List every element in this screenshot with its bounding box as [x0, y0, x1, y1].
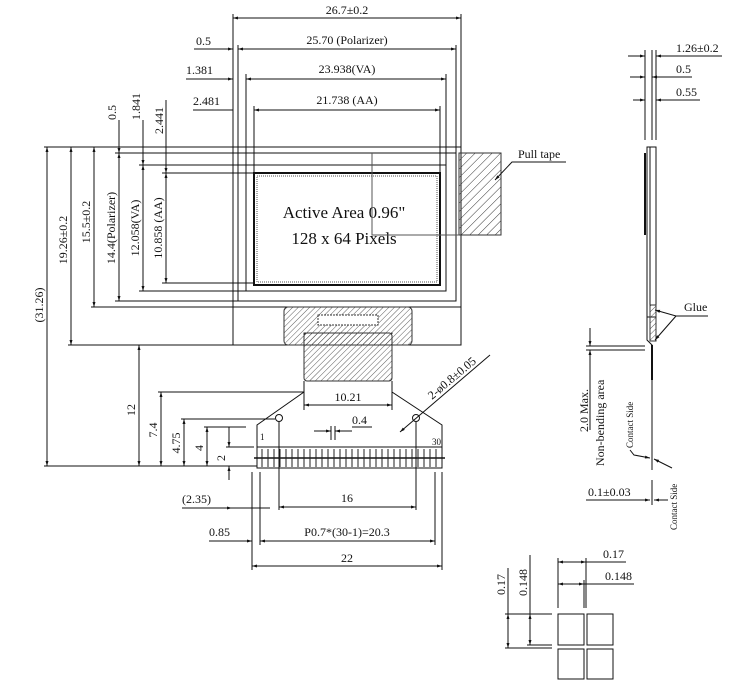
pull-tape-anchor-line — [371, 153, 459, 236]
horizontal-dimensions: 26.7±0.2 0.5 25.70 (Polarizer) 1.381 23.… — [186, 3, 462, 173]
dim-outline-height: 19.26±0.2 — [56, 216, 70, 265]
dim-va-height: 12.058(VA) — [128, 200, 142, 257]
dim-pol-top: 0.5 — [105, 105, 119, 120]
dim-glass-height: 15.5±0.2 — [79, 201, 93, 244]
dim-fpc-width: 10.21 — [335, 390, 362, 404]
dim-pin-offset: 0.85 — [209, 525, 230, 539]
dim-polarizer-height: 14.4(Polarizer) — [104, 192, 118, 264]
side-glass — [646, 146, 657, 318]
dim-outline-width: 26.7±0.2 — [326, 3, 369, 17]
pin-30-label: 30 — [432, 437, 442, 447]
dim-polarizer-offset: 0.5 — [196, 34, 211, 48]
fpc-stiffener-dashed — [303, 332, 393, 346]
non-bending-label: Non-bending area — [593, 379, 607, 466]
dim-va-width: 23.938(VA) — [319, 62, 376, 76]
dim-va-top: 1.841 — [129, 93, 143, 120]
dim-aa-width: 21.738 (AA) — [316, 93, 377, 107]
dim-aa-top: 2.441 — [152, 107, 166, 134]
pixel-detail: 0.17 0.148 0.17 0.148 — [494, 547, 634, 680]
pull-tape-leader — [494, 161, 566, 181]
dim-module-thickness: 1.26±0.2 — [676, 41, 719, 55]
pixel-cell — [557, 613, 585, 646]
active-area-outline — [253, 172, 441, 286]
contact-side-label-1: Contact Side — [625, 402, 635, 448]
glue-label: Glue — [684, 300, 707, 314]
dim-pixel-size-v: 0.148 — [516, 569, 530, 596]
dim-pin-offset-ref: (2.35) — [182, 492, 211, 506]
contact-side-label-2: Contact Side — [669, 484, 679, 530]
dim-total-length: (31.26) — [32, 288, 46, 323]
dim-tail-12: 12 — [124, 404, 138, 416]
fpc-bond-window — [317, 314, 379, 326]
hole-label: 2-ø0.8±0.05 — [425, 354, 479, 402]
dim-fpc-thickness: 0.1±0.03 — [588, 485, 631, 499]
pull-tape — [458, 152, 502, 236]
pixel-cell — [586, 648, 614, 680]
contact-fingers — [254, 446, 445, 469]
active-area-dotted-border — [256, 175, 438, 283]
dim-pixel-pitch-h: 0.17 — [603, 547, 624, 561]
dim-pitch-gap: 0.4 — [352, 413, 367, 427]
dim-hole-spacing: 16 — [341, 491, 353, 505]
dim-pin-pitch: P0.7*(30-1)=20.3 — [304, 525, 389, 539]
active-area-label: Active Area 0.96" — [283, 203, 406, 222]
vertical-dimensions: (31.26) 19.26±0.2 15.5±0.2 0.5 14.4(Pola… — [32, 93, 304, 480]
locating-hole-left — [275, 414, 283, 422]
side-view: 1.26±0.2 0.5 0.55 Glue 2.0 Max. Non-bend… — [577, 41, 722, 530]
dim-va-offset: 1.381 — [186, 63, 213, 77]
hole-leader — [399, 354, 491, 433]
dim-pol-thickness: 0.5 — [676, 62, 691, 76]
dim-tail-2: 2 — [214, 455, 228, 461]
pull-tape-label: Pull tape — [518, 147, 560, 161]
side-fpc-bend — [646, 317, 653, 470]
pin-1-label: 1 — [260, 432, 265, 442]
front-view: Active Area 0.96" 128 x 64 Pixels Pull t… — [232, 146, 566, 469]
dim-glass-thickness: 0.55 — [676, 85, 697, 99]
pixel-cell — [557, 648, 585, 680]
dim-pixel-size-h: 0.148 — [605, 569, 632, 583]
pixel-count-label: 128 x 64 Pixels — [291, 229, 396, 248]
dim-aa-offset: 2.481 — [193, 94, 220, 108]
fpc-stiffener — [303, 332, 393, 382]
side-glue — [649, 304, 657, 342]
dim-tail-width: 22 — [341, 551, 353, 565]
pixel-cell — [586, 613, 614, 646]
polarizer-outline — [237, 152, 457, 302]
fpc-dimensions: 10.21 0.4 2-ø0.8±0.05 16 (2.35) 0.85 P0.… — [182, 354, 491, 570]
dim-tail-4-75: 4.75 — [169, 433, 183, 454]
dim-aa-height: 10.858 (AA) — [151, 197, 165, 258]
viewing-area-outline — [245, 164, 447, 292]
dim-polarizer-width: 25.70 (Polarizer) — [306, 33, 387, 47]
dim-pixel-pitch-v: 0.17 — [494, 574, 508, 595]
dim-tail-4: 4 — [192, 445, 206, 451]
dim-tail-7-4: 7.4 — [146, 423, 160, 438]
non-bending-max: 2.0 Max. — [577, 389, 591, 432]
